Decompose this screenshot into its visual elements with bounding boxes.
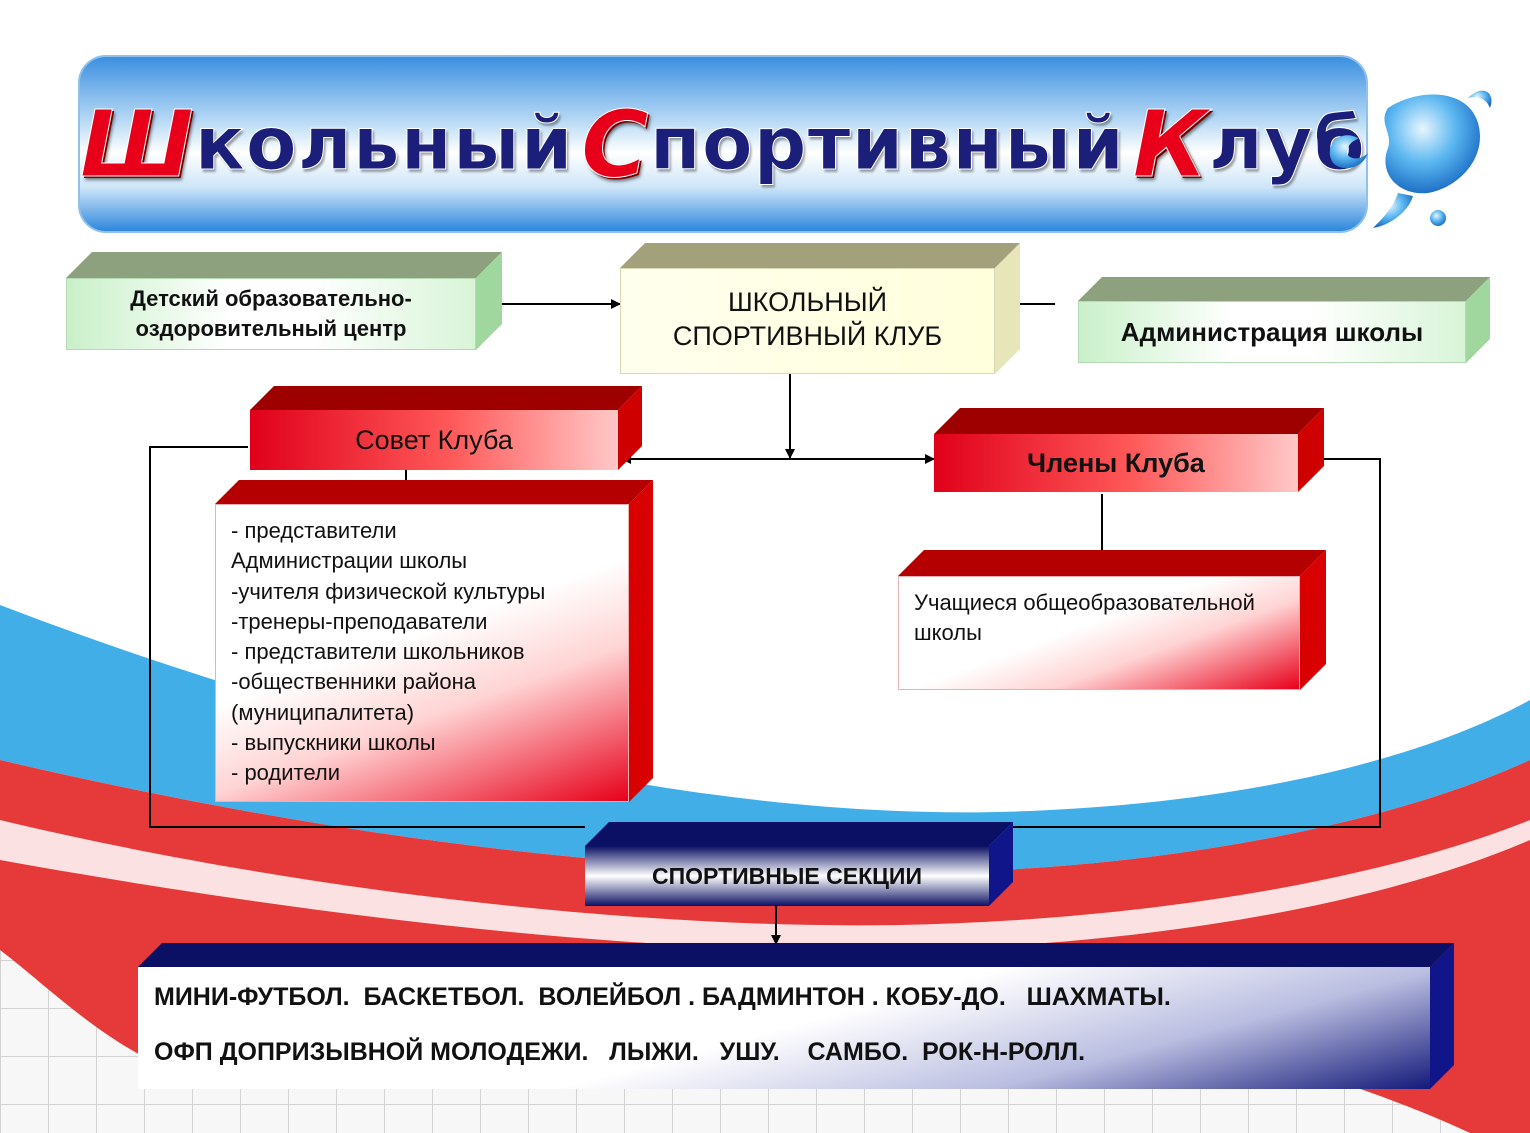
club-council-label: Совет Клуба <box>250 410 618 470</box>
box-sports-list: МИНИ-ФУТБОЛ. БАСКЕТБОЛ. ВОЛЕЙБОЛ . БАДМИ… <box>138 943 1454 1089</box>
school-sports-club-label: ШКОЛЬНЫЙ СПОРТИВНЫЙ КЛУБ <box>635 273 980 365</box>
council-member-line: - представители <box>231 516 621 546</box>
water-splash-icon <box>1318 78 1498 238</box>
council-member-line: - представители школьников <box>231 637 621 667</box>
students-label: Учащиеся общеобразовательной школы <box>914 588 1274 648</box>
council-member-line: (муниципалитета) <box>231 698 621 728</box>
title-initial-1: Ш <box>80 91 195 198</box>
council-member-line: -общественники района <box>231 667 621 697</box>
sport-sections-label: СПОРТИВНЫЕ СЕКЦИИ <box>585 846 989 906</box>
childrens-center-label: Детский образовательно-оздоровительный ц… <box>76 282 466 346</box>
council-member-line: -тренеры-преподаватели <box>231 607 621 637</box>
council-member-line: -учителя физической культуры <box>231 577 621 607</box>
box-students: Учащиеся общеобразовательной школы <box>898 550 1326 690</box>
box-school-administration: Администрация школы <box>1078 277 1490 363</box>
council-members-list: - представители Администрации школы -учи… <box>231 516 621 789</box>
box-sport-sections: СПОРТИВНЫЕ СЕКЦИИ <box>585 822 1013 906</box>
box-childrens-center: Детский образовательно-оздоровительный ц… <box>66 252 502 350</box>
box-club-members: Члены Клуба <box>934 408 1324 492</box>
title-word-2: портивный <box>650 101 1125 187</box>
sports-line-2: ОФП ДОПРИЗЫВНОЙ МОЛОДЕЖИ. ЛЫЖИ. УШУ. САМ… <box>154 1038 1085 1067</box>
title-word-1: кольный <box>195 101 574 187</box>
sports-line-1: МИНИ-ФУТБОЛ. БАСКЕТБОЛ. ВОЛЕЙБОЛ . БАДМИ… <box>154 983 1171 1012</box>
club-members-label: Члены Клуба <box>934 434 1298 492</box>
title-initial-2: С <box>581 91 650 198</box>
council-member-line: Администрации школы <box>231 546 621 576</box>
box-club-council: Совет Клуба <box>250 386 642 470</box>
school-administration-label: Администрация школы <box>1078 301 1466 363</box>
council-member-line: - родители <box>231 758 621 788</box>
council-member-line: - выпускники школы <box>231 728 621 758</box>
box-school-sports-club: ШКОЛЬНЫЙ СПОРТИВНЫЙ КЛУБ <box>620 243 1020 374</box>
box-council-members: - представители Администрации школы -учи… <box>215 480 653 802</box>
title-initial-3: К <box>1133 91 1209 198</box>
